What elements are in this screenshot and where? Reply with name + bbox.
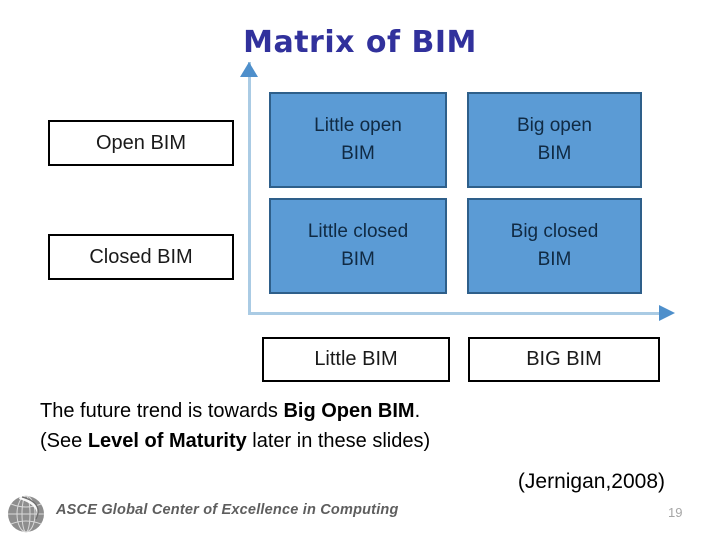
column-label-big-bim: BIG BIM xyxy=(468,337,660,382)
column-label-little-bim-text: Little BIM xyxy=(314,348,398,370)
body-line1-bold: Big Open BIM xyxy=(283,400,415,422)
citation-text: (Jernigan,2008) xyxy=(517,470,665,493)
body-line2-suffix: later in these slides) xyxy=(246,430,431,452)
vertical-axis-line xyxy=(248,62,251,315)
row-label-open-bim-text: Open BIM xyxy=(95,131,187,154)
body-line2-prefix: (See xyxy=(40,430,88,452)
matrix-cell-little-closed-line2: BIM xyxy=(341,249,375,270)
matrix-cell-little-closed-bim: Little closed BIM xyxy=(269,198,447,294)
body-text-line-1: The future trend is towards Big Open BIM… xyxy=(40,396,680,426)
row-label-open-bim: Open BIM xyxy=(48,120,234,166)
horizontal-axis-line xyxy=(248,312,662,315)
row-label-closed-bim-text: Closed BIM xyxy=(89,245,193,268)
matrix-cell-little-closed-line1: Little closed xyxy=(307,221,409,243)
body-line1-prefix: The future trend is towards xyxy=(40,400,284,422)
footer-text: ASCE Global Center of Excellence in Comp… xyxy=(56,502,399,518)
matrix-cell-big-open-line2: BIM xyxy=(537,143,572,164)
matrix-cell-little-open-line1: Little open xyxy=(314,115,402,137)
body-line1-suffix: . xyxy=(414,400,421,422)
row-label-closed-bim: Closed BIM xyxy=(48,234,234,280)
matrix-cell-big-closed-line1: Big closed xyxy=(510,221,599,243)
column-label-little-bim: Little BIM xyxy=(262,337,450,382)
up-arrow-icon xyxy=(240,62,258,77)
body-text-line-2: (See Level of Maturity later in these sl… xyxy=(40,426,680,456)
column-label-big-bim-text: BIG BIM xyxy=(526,348,602,370)
body-text: The future trend is towards Big Open BIM… xyxy=(40,396,680,456)
body-line2-bold: Level of Maturity xyxy=(87,430,247,452)
matrix-cell-big-closed-line2: BIM xyxy=(537,249,572,270)
matrix-cell-big-closed-bim: Big closed BIM xyxy=(467,198,642,294)
matrix-cell-big-open-bim: Big open BIM xyxy=(467,92,642,188)
matrix-cell-little-open-line2: BIM xyxy=(341,143,375,164)
matrix-cell-big-open-line1: Big open xyxy=(516,115,592,137)
matrix-cell-little-open-bim: Little open BIM xyxy=(269,92,447,188)
right-arrow-icon xyxy=(659,305,675,321)
footer: ASCE Global Center of Excellence in Comp… xyxy=(0,488,720,540)
page-title: Matrix of BIM xyxy=(243,25,477,60)
page-number: 19 xyxy=(668,505,683,520)
globe-logo-icon xyxy=(8,495,44,533)
